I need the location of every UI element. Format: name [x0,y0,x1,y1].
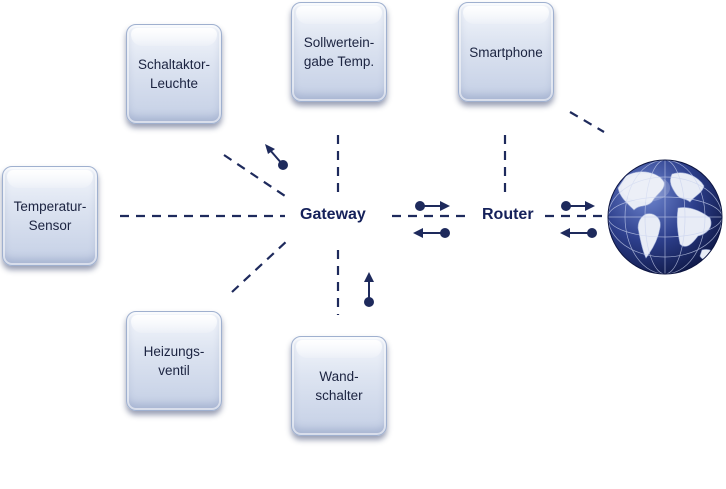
device-label: Wand- schalter [315,369,363,403]
device-schaltaktor-leuchte: Schaltaktor- Leuchte [126,24,222,124]
line-schaltaktor-gateway [223,154,286,197]
arrow-icon [561,201,595,211]
device-label: Heizungs- ventil [143,344,205,378]
line-smartphone-internet [569,111,605,133]
router-label: Router [482,206,534,223]
device-smartphone: Smartphone [458,2,554,102]
arrow-icon [413,228,450,238]
device-heizungsventil: Heizungs- ventil [126,311,222,411]
arrow-icon [265,144,288,170]
arrow-icon [560,228,597,238]
device-label: Schaltaktor- Leuchte [137,57,211,91]
device-label: Smartphone [469,44,543,60]
device-label: Sollwertein- gabe Temp. [303,35,375,69]
globe-icon [607,159,723,275]
device-temperatur-sensor: Temperatur- Sensor [2,166,98,266]
gateway-label: Gateway [300,206,366,223]
arrow-icon [415,201,450,211]
device-wandschalter: Wand- schalter [291,336,387,436]
arrow-icon [364,272,374,307]
device-sollwerteingabe: Sollwertein- gabe Temp. [291,2,387,102]
device-label: Temperatur- Sensor [13,199,87,233]
line-heizung-gateway [231,239,289,293]
